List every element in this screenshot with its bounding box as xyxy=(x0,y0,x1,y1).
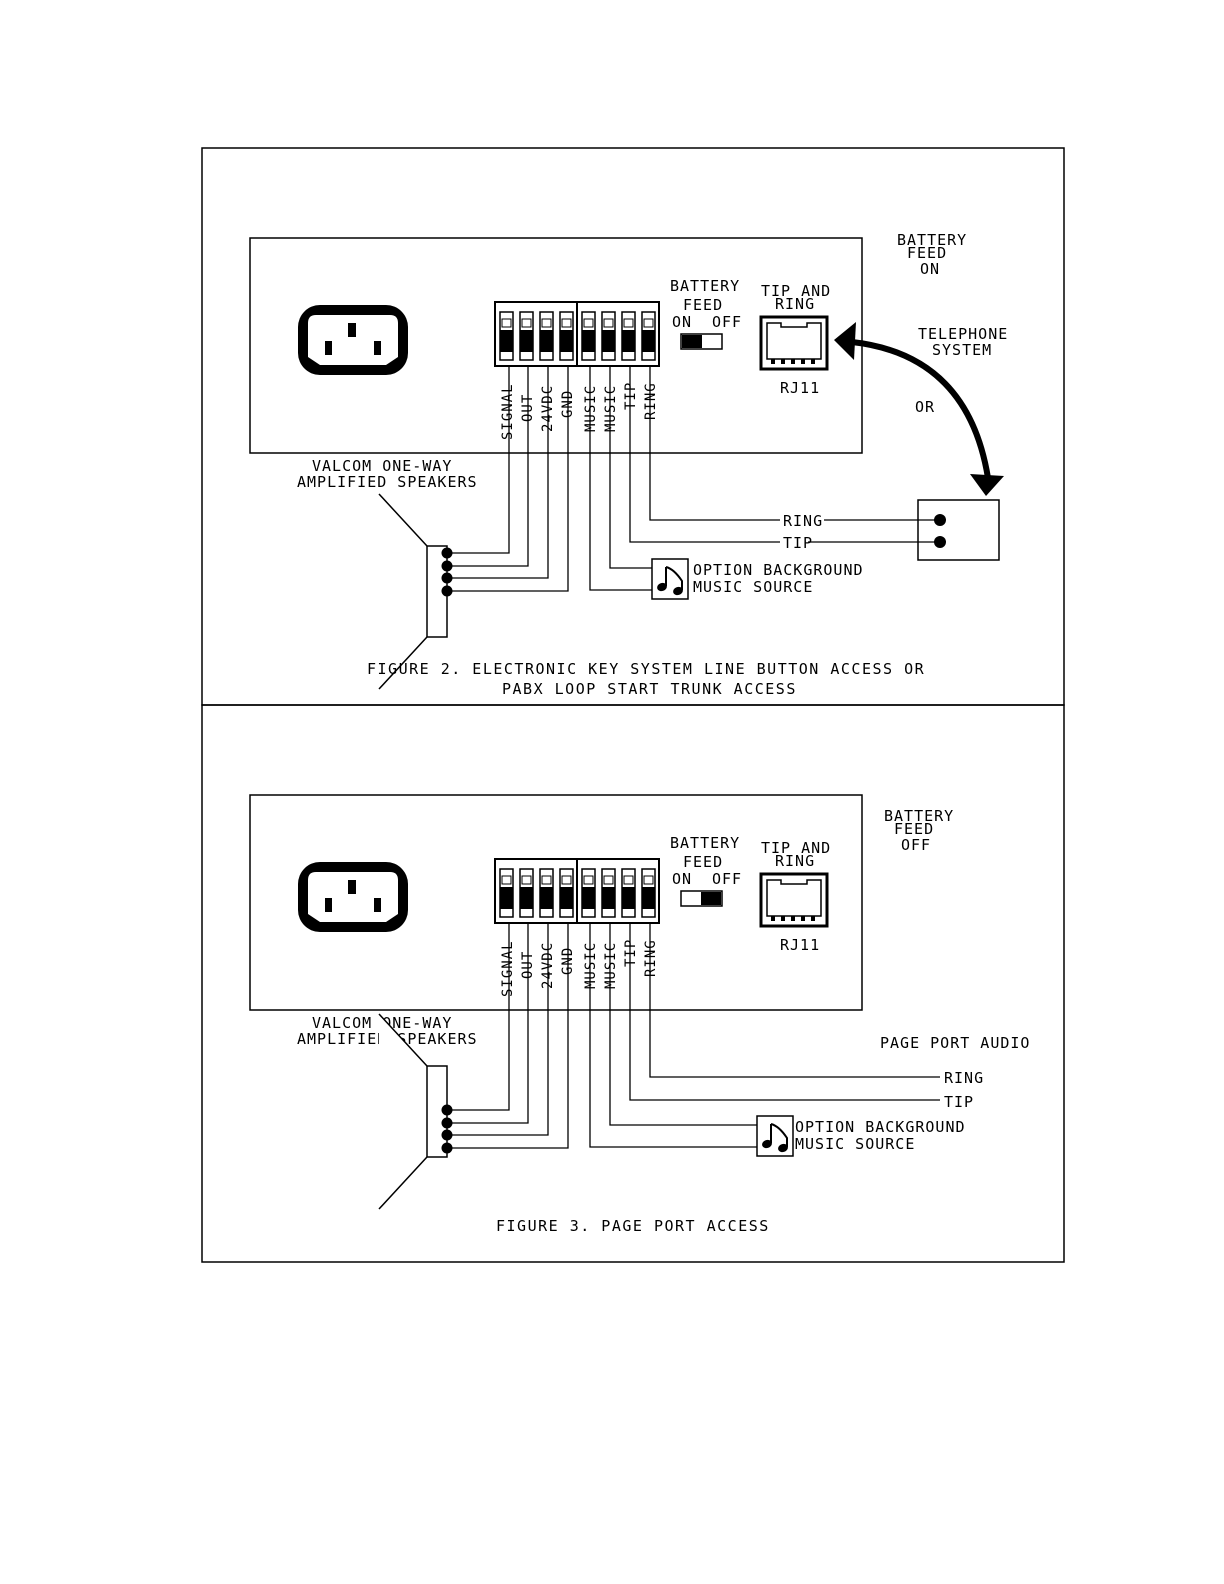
speaker-terminal-dot xyxy=(441,1117,453,1129)
terminal-label-tip: TIP xyxy=(623,382,639,410)
tip-wire-label: TIP xyxy=(783,534,813,552)
tip-and-ring-label: TIP AND xyxy=(761,839,831,857)
figure3-frame xyxy=(201,704,1065,1263)
terminal-label-ring: RING xyxy=(643,939,659,977)
terminal-label-tip: TIP xyxy=(623,939,639,967)
speaker-terminal-dot xyxy=(441,585,453,597)
battery-feed-switch xyxy=(680,890,723,907)
wires xyxy=(447,366,940,592)
figure2: SIGNAL OUT 24VDC GND MUSIC MUSIC TIP RIN… xyxy=(249,231,1008,698)
music-note-icon xyxy=(651,558,689,600)
music-source-label: OPTION BACKGROUND xyxy=(693,561,864,579)
terminal-label-music: MUSIC xyxy=(603,942,619,989)
switch-on-label: ON xyxy=(672,313,692,331)
double-arrow-icon xyxy=(834,322,1004,496)
speaker-label: AMPLIFIED SPEAKERS xyxy=(297,473,478,491)
rj11-jack-icon xyxy=(759,315,829,371)
speaker-terminal-dot xyxy=(441,1142,453,1154)
speaker-terminal-dot xyxy=(441,572,453,584)
terminal-strip xyxy=(495,302,659,366)
switch-off-label: OFF xyxy=(712,870,742,888)
speaker-terminal-dot xyxy=(441,1104,453,1116)
telephone-terminal-box xyxy=(917,499,1000,561)
battery-feed-switch xyxy=(680,333,723,350)
battery-state-label: FEED xyxy=(894,820,934,838)
or-label: OR xyxy=(915,398,935,416)
tip-wire-label: TIP xyxy=(944,1093,974,1111)
terminal-label-music: MUSIC xyxy=(603,385,619,432)
equipment-panel xyxy=(249,794,863,1011)
page-port-audio-label: PAGE PORT AUDIO xyxy=(880,1034,1030,1052)
speaker-terminal-dot xyxy=(441,1129,453,1141)
figure3-caption: FIGURE 3. PAGE PORT ACCESS xyxy=(496,1217,770,1235)
telephone-system-label: TELEPHONE xyxy=(918,325,1008,343)
figure2-caption: FIGURE 2. ELECTRONIC KEY SYSTEM LINE BUT… xyxy=(367,660,925,678)
tip-and-ring-label: RING xyxy=(775,295,815,313)
rj11-jack-icon xyxy=(759,872,829,928)
battery-state-label: BATTERY xyxy=(897,231,967,249)
battery-state-label: OFF xyxy=(901,836,931,854)
music-source-label: MUSIC SOURCE xyxy=(795,1135,915,1153)
tip-and-ring-label: RING xyxy=(775,852,815,870)
music-source-label: MUSIC SOURCE xyxy=(693,578,813,596)
terminal-label-ring: RING xyxy=(643,382,659,420)
switch-on-label: ON xyxy=(672,870,692,888)
rj11-label: RJ11 xyxy=(780,379,820,397)
telephone-system-label: SYSTEM xyxy=(932,341,992,359)
terminal-label-signal: SIGNAL xyxy=(500,940,516,997)
battery-state-label: BATTERY xyxy=(884,807,954,825)
ring-wire-label: RING xyxy=(783,512,823,530)
terminal-label-music: MUSIC xyxy=(583,385,599,432)
speaker-terminal-dot xyxy=(441,560,453,572)
terminal-label-music: MUSIC xyxy=(583,942,599,989)
wires xyxy=(447,923,940,1149)
terminal-strip xyxy=(495,859,659,923)
terminal-labels: SIGNAL OUT 24VDC GND MUSIC MUSIC TIP RIN… xyxy=(500,382,659,440)
battery-state-label: FEED xyxy=(907,244,947,262)
figure3: SIGNAL OUT 24VDC GND MUSIC MUSIC TIP RIN… xyxy=(249,794,1030,1235)
music-note-icon xyxy=(756,1115,794,1157)
ring-wire-label: RING xyxy=(944,1069,984,1087)
battery-feed-title: FEED xyxy=(683,853,723,871)
battery-feed-title: FEED xyxy=(683,296,723,314)
switch-off-label: OFF xyxy=(712,313,742,331)
battery-feed-title: BATTERY xyxy=(670,834,740,852)
power-inlet-icon xyxy=(298,862,408,932)
rj11-label: RJ11 xyxy=(780,936,820,954)
power-inlet-icon xyxy=(298,305,408,375)
terminal-label-signal: SIGNAL xyxy=(500,383,516,440)
speaker-terminal-dot xyxy=(441,547,453,559)
speaker-label: VALCOM ONE-WAY xyxy=(312,457,452,475)
battery-state-label: ON xyxy=(920,260,940,278)
tip-and-ring-label: TIP AND xyxy=(761,282,831,300)
figure2-caption: PABX LOOP START TRUNK ACCESS xyxy=(502,680,797,698)
battery-feed-title: BATTERY xyxy=(670,277,740,295)
music-source-label: OPTION BACKGROUND xyxy=(795,1118,966,1136)
terminal-labels: SIGNAL OUT 24VDC GND MUSIC MUSIC TIP RIN… xyxy=(500,939,659,997)
